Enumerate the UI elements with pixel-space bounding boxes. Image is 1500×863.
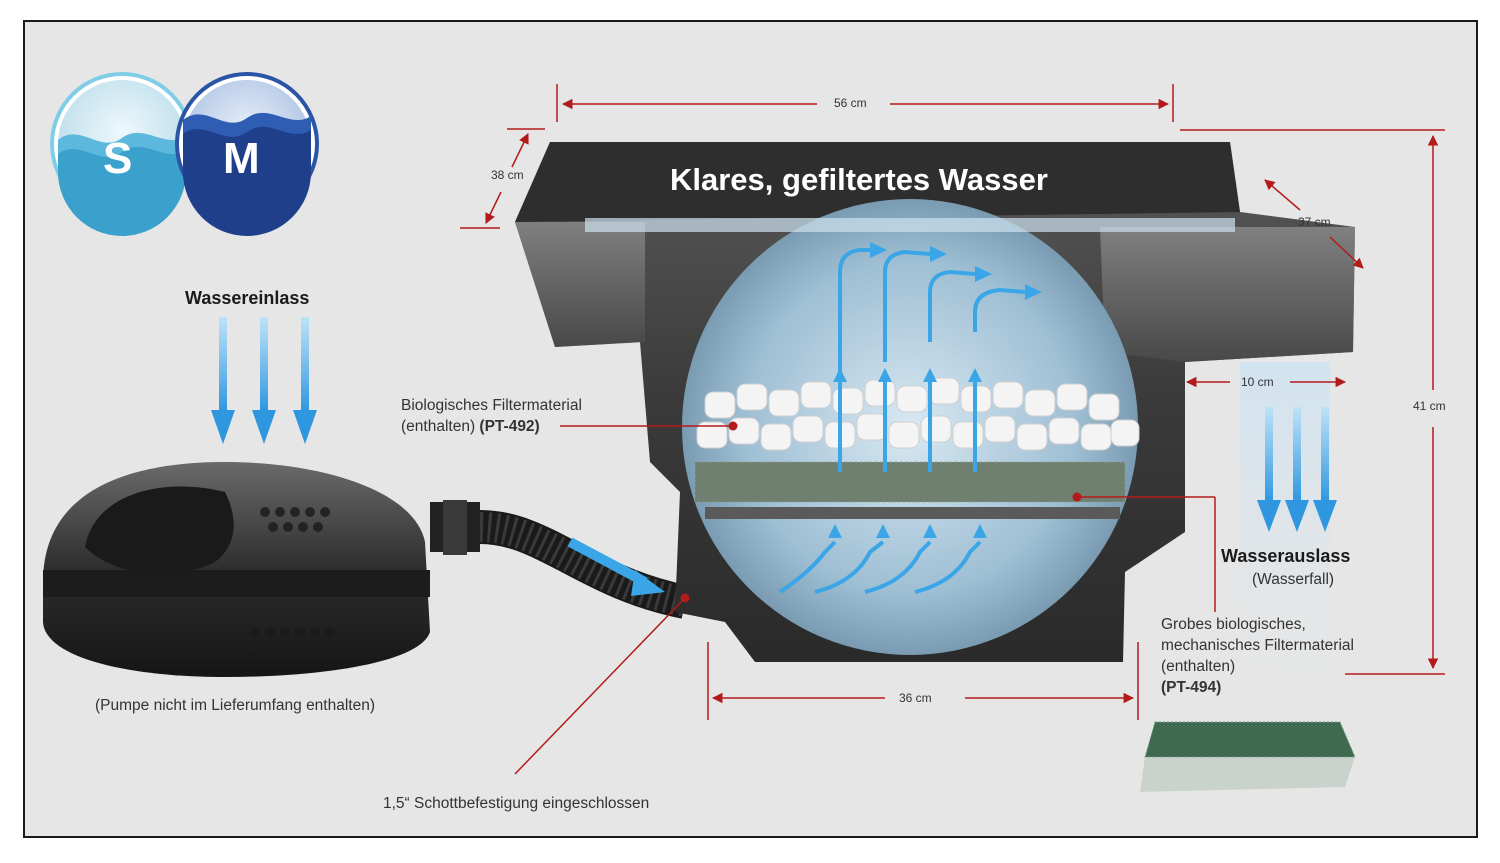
coarse-media-code: (PT-494)	[1161, 677, 1221, 698]
dim-depth-left: 38 cm	[491, 168, 524, 182]
dim-width-top: 56 cm	[834, 96, 867, 110]
dim-bottom-width: 36 cm	[899, 691, 932, 705]
bio-media-prefix: (enthalten)	[401, 418, 479, 435]
outlet-label: Wasserauslass	[1221, 546, 1350, 567]
outlet-sublabel: (Wasserfall)	[1252, 569, 1334, 590]
coarse-media-pad	[1140, 722, 1355, 792]
coarse-media-line1: Grobes biologisches,	[1161, 614, 1306, 635]
inlet-arrows	[211, 317, 317, 444]
coarse-media-line2: mechanisches Filtermaterial	[1161, 635, 1354, 656]
pump	[43, 462, 480, 677]
bio-media-line1: Biologisches Filtermaterial	[401, 395, 582, 416]
diagram-frame: S M Klares, gefiltertes Wasser Wasserein…	[23, 20, 1478, 838]
coarse-media-line3: (enthalten)	[1161, 656, 1235, 677]
badge-s-letter: S	[103, 134, 132, 184]
dim-spout: 10 cm	[1241, 375, 1274, 389]
dim-height: 41 cm	[1413, 399, 1446, 413]
outlet-arrows	[1257, 407, 1337, 532]
pump-note: (Pumpe nicht im Lieferumfang enthalten)	[95, 695, 375, 716]
bio-media-code: (PT-492)	[479, 418, 539, 435]
main-title: Klares, gefiltertes Wasser	[670, 162, 1048, 198]
bulkhead-note: 1,5“ Schottbefestigung eingeschlossen	[383, 793, 649, 814]
inlet-label: Wassereinlass	[185, 288, 309, 309]
dim-depth-right: 37 cm	[1298, 215, 1331, 229]
bio-media-line2: (enthalten) (PT-492)	[401, 416, 540, 437]
badge-m-letter: M	[223, 134, 260, 184]
